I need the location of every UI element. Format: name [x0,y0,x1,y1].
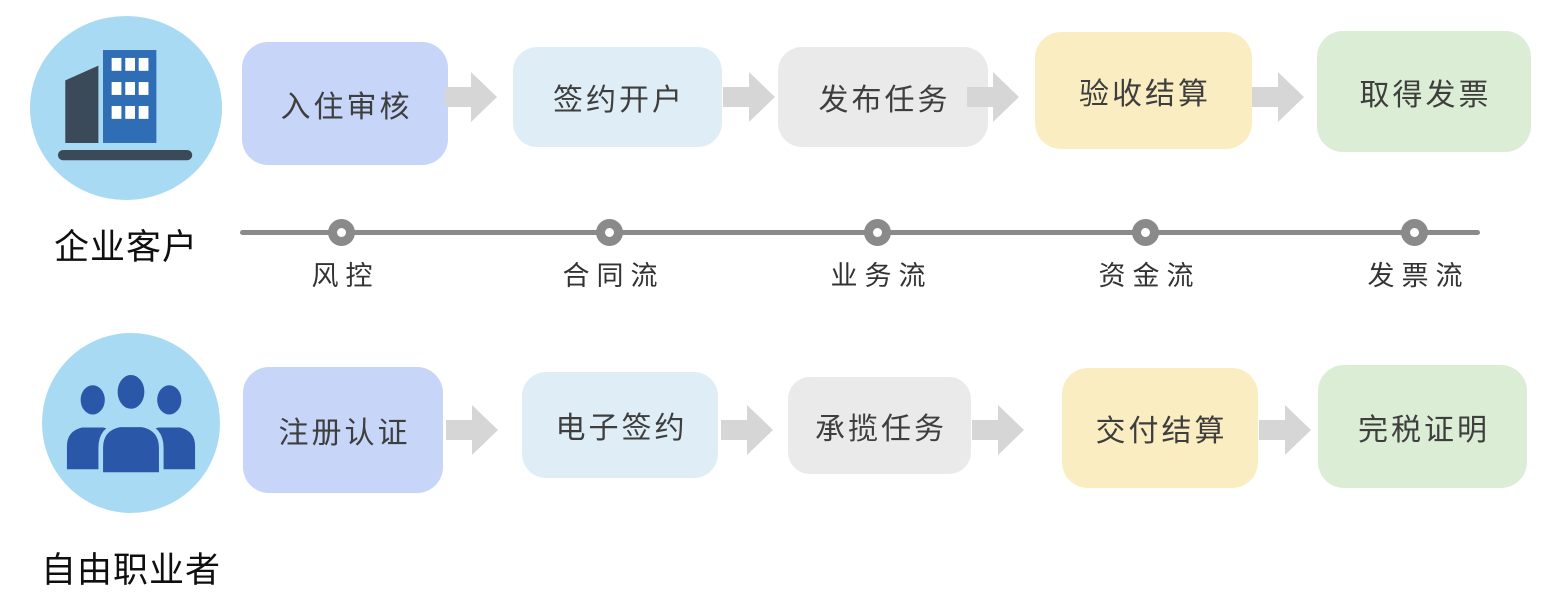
step-freelancer-1: 注册认证 [243,367,443,493]
flow-arrow [967,72,1019,122]
timeline-label: 业务流 [830,261,933,291]
timeline-label: 合同流 [562,261,665,291]
step-enterprise-2: 签约开户 [513,47,722,147]
enterprise-avatar [30,16,222,200]
step-enterprise-5: 取得发票 [1317,31,1531,152]
flow-arrow [445,72,497,122]
building-icon [57,50,193,161]
step-enterprise-1: 入住审核 [242,42,448,165]
timeline-label: 资金流 [1098,261,1201,291]
freelancer-avatar [42,333,220,513]
people-icon [66,370,196,477]
step-freelancer-3: 承揽任务 [788,377,971,474]
timeline-dot [596,219,623,246]
flow-arrow [446,405,498,455]
timeline-line [240,230,1480,235]
flow-arrow [972,405,1024,455]
timeline-dot [328,219,355,246]
flow-arrow [721,405,773,455]
step-enterprise-4: 验收结算 [1035,32,1252,149]
step-freelancer-4: 交付结算 [1062,368,1258,488]
timeline-dot [864,219,891,246]
timeline-dot [1132,219,1159,246]
timeline-dot [1401,219,1428,246]
enterprise-label: 企业客户 [53,228,198,267]
flow-arrow [723,72,775,122]
timeline-label: 风控 [311,261,380,291]
flow-arrow [1259,405,1311,455]
timeline-label: 发票流 [1367,261,1470,291]
step-enterprise-3: 发布任务 [778,47,988,147]
freelancer-label: 自由职业者 [40,551,221,590]
flow-arrow [1252,72,1304,122]
step-freelancer-5: 完税证明 [1318,365,1527,488]
step-freelancer-2: 电子签约 [522,372,718,478]
